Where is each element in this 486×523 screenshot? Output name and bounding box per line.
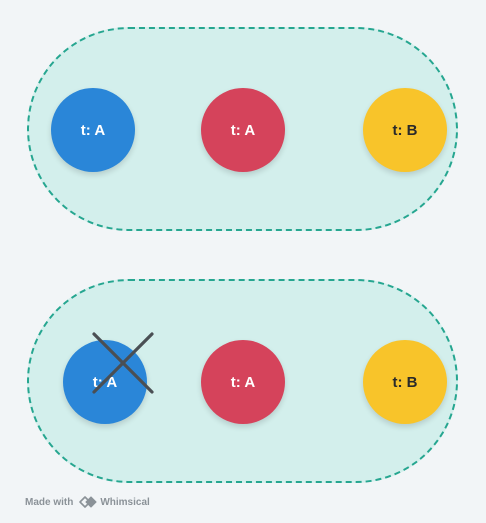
- made-with-text: Made with: [25, 496, 74, 508]
- node-top-2[interactable]: t: A: [201, 88, 285, 172]
- node-bottom-2[interactable]: t: A: [201, 340, 285, 424]
- whimsical-logo-icon: [79, 496, 97, 508]
- made-with-footer[interactable]: Made with Whimsical: [25, 495, 150, 509]
- cross-out-icon: [92, 332, 154, 394]
- node-label: t: B: [392, 121, 418, 139]
- node-top-1[interactable]: t: A: [51, 88, 135, 172]
- node-label: t: A: [230, 121, 256, 139]
- node-bottom-3[interactable]: t: B: [363, 340, 447, 424]
- node-top-3[interactable]: t: B: [363, 88, 447, 172]
- node-label: t: A: [230, 373, 256, 391]
- node-label: t: A: [80, 121, 106, 139]
- whimsical-brand-text: Whimsical: [100, 496, 150, 508]
- node-label: t: B: [392, 373, 418, 391]
